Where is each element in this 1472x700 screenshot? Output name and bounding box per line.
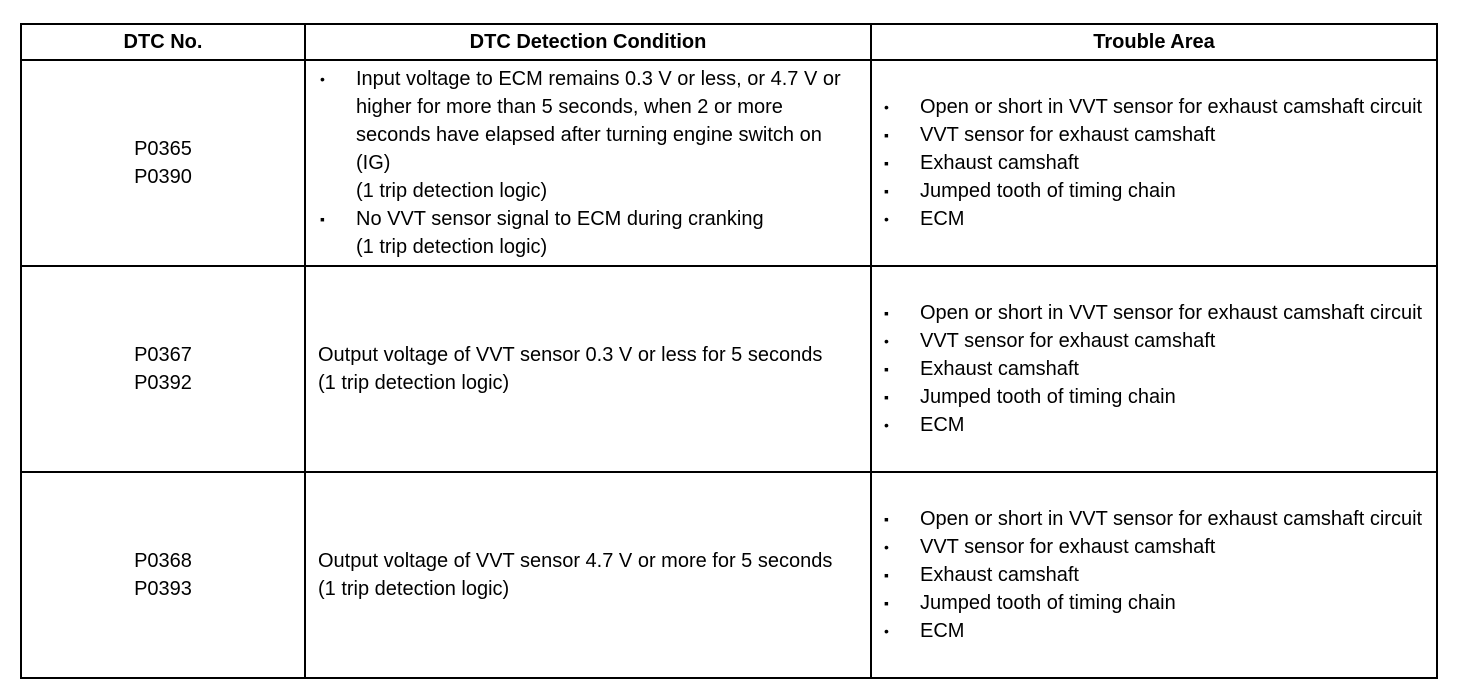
trouble-area-item: • ECM (882, 205, 1426, 233)
trouble-area-cell: ▪ Open or short in VVT sensor for exhaust… (870, 265, 1438, 473)
dtc-code-cell: P0365 P0390 (20, 59, 306, 267)
condition-text: Input voltage to ECM remains 0.3 V or le… (356, 68, 841, 174)
condition-note: (1 trip detection logic) (356, 236, 548, 258)
condition-note: (1 trip detection logic) (356, 180, 548, 202)
condition-list: • Input voltage to ECM remains 0.3 V or … (318, 65, 860, 261)
trouble-area-text: VVT sensor for exhaust camshaft (920, 330, 1216, 352)
bullet-icon: ▪ (884, 305, 889, 321)
trouble-area-text: VVT sensor for exhaust camshaft (920, 536, 1216, 558)
header-dtc-no: DTC No. (20, 23, 306, 61)
bullet-icon: ▪ (884, 567, 889, 583)
trouble-area-list: ▪ Open or short in VVT sensor for exhaust… (882, 505, 1426, 645)
bullet-icon: • (884, 333, 889, 349)
trouble-area-item: ▪ Jumped tooth of timing chain (882, 589, 1426, 617)
trouble-area-item: • ECM (882, 411, 1426, 439)
trouble-area-list: • Open or short in VVT sensor for exhaust… (882, 93, 1426, 233)
condition-text: Output voltage of VVT sensor 4.7 V or mo… (318, 550, 833, 572)
header-trouble-area: Trouble Area (870, 23, 1438, 61)
dtc-table: DTC No. DTC Detection Condition Trouble … (20, 23, 1438, 679)
condition-text: No VVT sensor signal to ECM during crank… (356, 208, 764, 230)
bullet-icon: • (884, 539, 889, 555)
trouble-area-cell: ▪ Open or short in VVT sensor for exhaust… (870, 471, 1438, 679)
detection-condition-cell: Output voltage of VVT sensor 4.7 V or mo… (304, 471, 872, 679)
trouble-area-item: • VVT sensor for exhaust camshaft (882, 533, 1426, 561)
trouble-area-text: Exhaust camshaft (920, 358, 1079, 380)
trouble-area-text: Jumped tooth of timing chain (920, 386, 1176, 408)
table-row: P0367 P0392 Output voltage of VVT sensor… (20, 265, 1438, 473)
bullet-icon: ▪ (884, 361, 889, 377)
trouble-area-item: ▪ VVT sensor for exhaust camshaft (882, 121, 1426, 149)
detection-condition-cell: • Input voltage to ECM remains 0.3 V or … (304, 59, 872, 267)
trouble-area-text: Exhaust camshaft (920, 564, 1079, 586)
trouble-area-text: ECM (920, 208, 965, 230)
trouble-area-item: ▪ Exhaust camshaft (882, 355, 1426, 383)
trouble-area-item: • VVT sensor for exhaust camshaft (882, 327, 1426, 355)
dtc-code: P0367 (134, 344, 192, 366)
trouble-area-item: ▪ Open or short in VVT sensor for exhaust… (882, 299, 1426, 327)
table-row: P0365 P0390 • Input voltage to ECM remai… (20, 59, 1438, 267)
header-detection-condition: DTC Detection Condition (304, 23, 872, 61)
trouble-area-text: Open or short in VVT sensor for exhaust … (920, 96, 1423, 118)
bullet-icon: • (884, 99, 889, 115)
trouble-area-text: ECM (920, 620, 965, 642)
dtc-code-cell: P0367 P0392 (20, 265, 306, 473)
header-row: DTC No. DTC Detection Condition Trouble … (20, 23, 1438, 61)
trouble-area-text: VVT sensor for exhaust camshaft (920, 124, 1216, 146)
trouble-area-item: ▪ Exhaust camshaft (882, 561, 1426, 589)
trouble-area-item: • Open or short in VVT sensor for exhaust… (882, 93, 1426, 121)
dtc-code: P0390 (134, 166, 192, 188)
trouble-area-cell: • Open or short in VVT sensor for exhaust… (870, 59, 1438, 267)
trouble-area-item: ▪ Open or short in VVT sensor for exhaust… (882, 505, 1426, 533)
dtc-code-cell: P0368 P0393 (20, 471, 306, 679)
bullet-icon: ▪ (884, 127, 889, 143)
bullet-icon: ▪ (884, 595, 889, 611)
dtc-code: P0392 (134, 372, 192, 394)
dtc-code: P0365 (134, 138, 192, 160)
trouble-area-list: ▪ Open or short in VVT sensor for exhaust… (882, 299, 1426, 439)
trouble-area-item: ▪ Jumped tooth of timing chain (882, 383, 1426, 411)
trouble-area-text: Open or short in VVT sensor for exhaust … (920, 302, 1423, 324)
trouble-area-text: Jumped tooth of timing chain (920, 180, 1176, 202)
detection-condition-cell: Output voltage of VVT sensor 0.3 V or le… (304, 265, 872, 473)
bullet-icon: ▪ (884, 155, 889, 171)
trouble-area-text: Open or short in VVT sensor for exhaust … (920, 508, 1423, 530)
condition-item: ▪ No VVT sensor signal to ECM during cra… (318, 205, 860, 261)
bullet-icon: ▪ (884, 183, 889, 199)
bullet-icon: ▪ (884, 389, 889, 405)
bullet-icon: ▪ (884, 511, 889, 527)
condition-note: (1 trip detection logic) (318, 578, 510, 600)
condition-item: • Input voltage to ECM remains 0.3 V or … (318, 65, 860, 205)
condition-text: Output voltage of VVT sensor 0.3 V or le… (318, 344, 823, 366)
trouble-area-item: • ECM (882, 617, 1426, 645)
dtc-code: P0368 (134, 550, 192, 572)
trouble-area-item: ▪ Exhaust camshaft (882, 149, 1426, 177)
dtc-code: P0393 (134, 578, 192, 600)
table-row: P0368 P0393 Output voltage of VVT sensor… (20, 471, 1438, 679)
condition-note: (1 trip detection logic) (318, 372, 510, 394)
bullet-icon: • (884, 623, 889, 639)
bullet-icon: ▪ (320, 211, 325, 227)
bullet-icon: • (320, 71, 325, 87)
trouble-area-text: Exhaust camshaft (920, 152, 1079, 174)
trouble-area-text: Jumped tooth of timing chain (920, 592, 1176, 614)
bullet-icon: • (884, 211, 889, 227)
trouble-area-text: ECM (920, 414, 965, 436)
bullet-icon: • (884, 417, 889, 433)
trouble-area-item: ▪ Jumped tooth of timing chain (882, 177, 1426, 205)
